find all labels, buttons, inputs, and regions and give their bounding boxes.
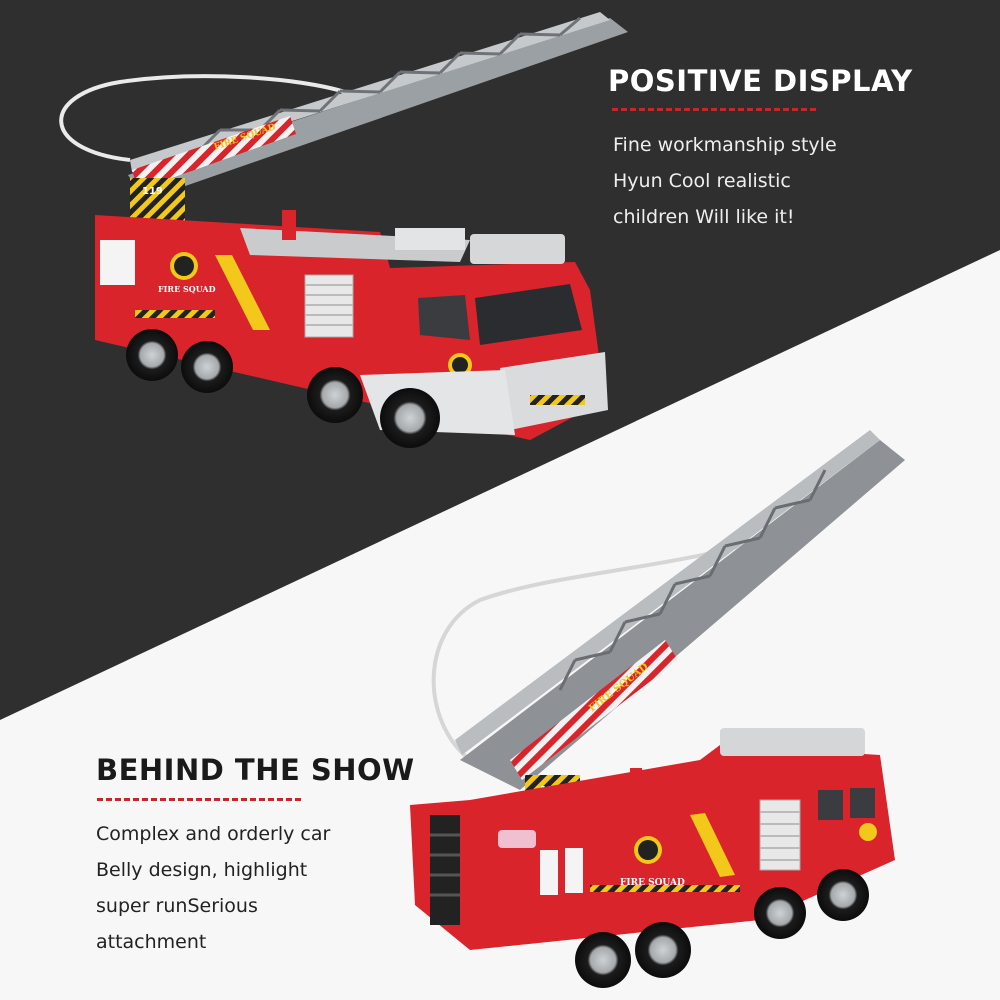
wheel	[181, 341, 233, 393]
water-hose	[59, 74, 346, 162]
side-squad-text: FIRE SQUAD	[158, 284, 216, 294]
positive-display-lines: Fine workmanship style Hyun Cool realist…	[613, 133, 837, 241]
wheel	[817, 869, 869, 921]
aerial-ladder: FIRE SQUAD	[455, 430, 905, 790]
description-line: Complex and orderly car	[96, 823, 331, 845]
description-line: Belly design, highlight	[96, 859, 308, 881]
wheel	[754, 887, 806, 939]
water-hose	[431, 543, 746, 762]
heading-underline	[612, 108, 817, 111]
description-line: Hyun Cool realistic	[613, 170, 791, 192]
description-line: children Will like it!	[613, 206, 795, 228]
wheel	[307, 367, 363, 423]
positive-display-heading: POSITIVE DISPLAY	[608, 64, 913, 98]
behind-the-show-lines: Complex and orderly car Belly design, hi…	[96, 822, 330, 966]
aerial-ladder: FIRE SQUAD	[128, 12, 628, 200]
wheel	[635, 922, 691, 978]
wheel	[380, 388, 440, 448]
fire-truck-bottom: FIRE SQUAD 119 FIRE SQUAD	[410, 430, 905, 988]
wheel	[126, 329, 178, 381]
behind-the-show-heading: BEHIND THE SHOW	[96, 753, 415, 787]
fire-truck-top: FIRE SQUAD 119 FIRE SQUAD	[59, 12, 628, 448]
side-squad-text: FIRE SQUAD	[620, 878, 685, 888]
heading-underline	[97, 798, 303, 801]
description-line: attachment	[96, 931, 207, 953]
description-line: super runSerious	[96, 895, 258, 917]
unit-number-top: 119	[142, 186, 163, 197]
description-line: Fine workmanship style	[613, 134, 837, 156]
wheel	[575, 932, 631, 988]
